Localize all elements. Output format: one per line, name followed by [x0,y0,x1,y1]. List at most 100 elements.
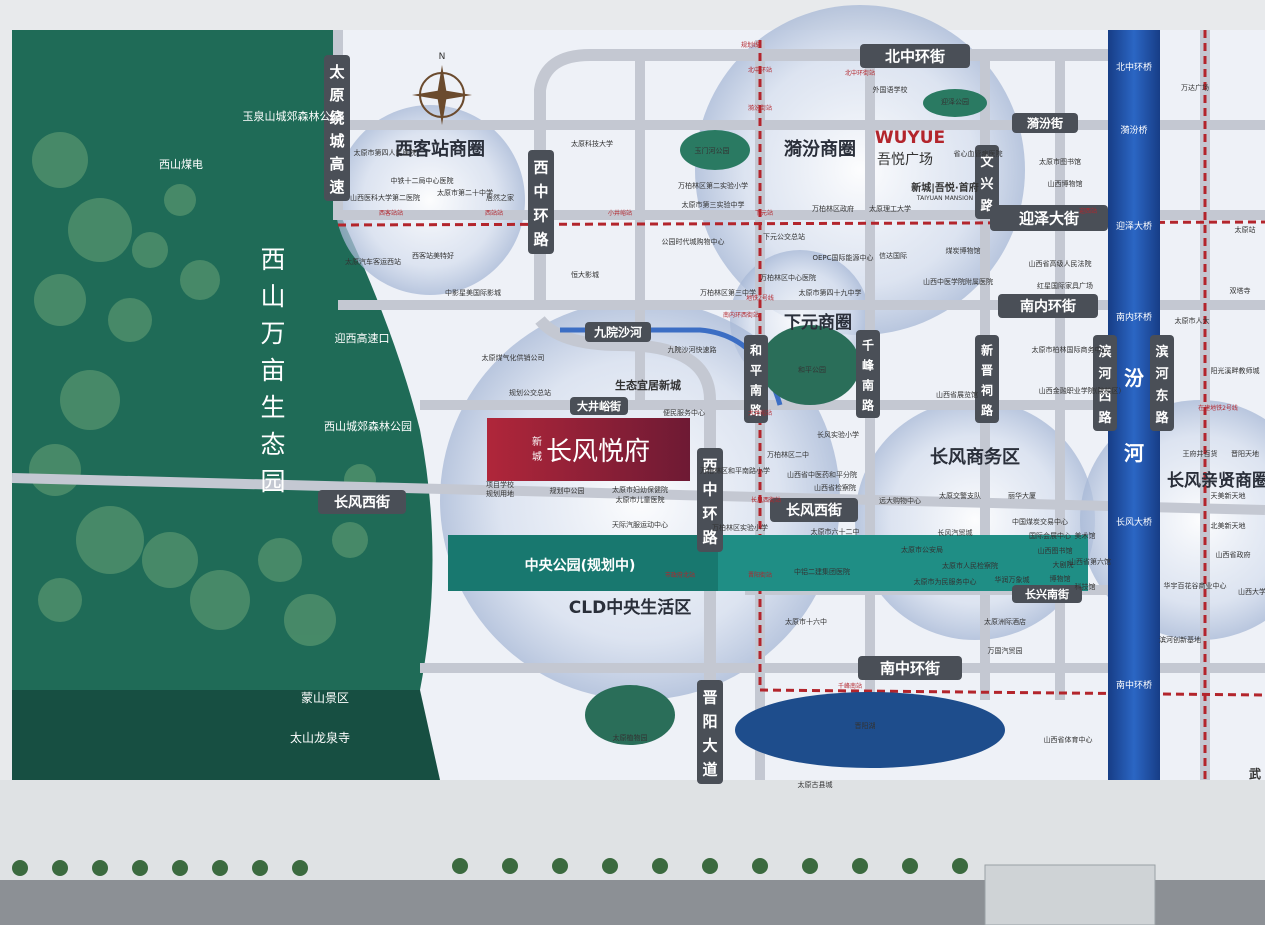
poi-rail12: 中铁十二局中心医院 [391,176,454,185]
west-title-char: 西 [260,245,285,274]
district-xikezhan: 西客站商圈 [395,138,485,160]
poi-zhongyi-hospital: 山西中医学院附属医院 [923,277,993,286]
project-name: 长风悦府 [546,437,650,467]
roads-nannei_huan-bg [998,294,1098,318]
roads-binhe_east-char: 滨 [1155,344,1168,360]
poi-shanxi-finance: 山西金融职业学院(院校区) [1039,386,1122,395]
roads-wenxing-bg [975,145,999,219]
wuyue-logo: WUYUE [875,128,945,148]
poi-gas: 太原煤气化供销公司 [482,353,545,362]
jiuyuan-express: 九院沙河快速路 [668,345,717,354]
roads-xi_zhong_huan_bottom-char: 中 [702,481,717,499]
poi-ty-hotel: 太原洲际酒店 [984,617,1026,626]
poi-jinyang-lake: 晋阳湖 [855,721,876,730]
roads-taiyuan_ring_vertical-char: 原 [329,86,344,104]
poi-hengda: 恒大影城 [571,270,599,279]
yingze-park [923,89,987,117]
poi-coal-center: 中国煤炭交易中心 [1012,517,1068,526]
poi-fangsheng: 太原植物园 [613,733,648,742]
roads-jinyang-char: 大 [702,737,717,755]
poi-wanbailin-3mid: 万柏林区第三中学 [700,288,756,297]
poi-xiaotian: 王府井百货 [1183,449,1218,458]
poi-wanbailin-2nd-mid: 万柏林区二中 [767,450,809,459]
poi-wanguo: 万国汽贸园 [988,646,1023,655]
poi-heping-park: 和平公园 [798,365,826,374]
roads-yingze: 迎泽大街 [1019,209,1079,227]
west-title-char: 态 [260,430,285,459]
roads-heping_south-char: 平 [750,364,762,378]
poi-fuyou: 太原市妇幼保健院 [612,485,668,494]
metro-xikezhan-st2: 西站站 [485,209,503,217]
roads-qianfeng_south-char: 路 [862,398,875,413]
poi-ty-ligong: 太原理工大学 [869,204,911,213]
poi-tianmei: 天美新天地 [1211,491,1246,500]
metro-shinan-st: 市政府北站 [665,571,695,579]
project-school-2: 规划用地 [486,489,514,498]
roads-nan_zhong_huan: 南中环街 [880,659,940,677]
poi-sports-center: 山西省体育中心 [1044,735,1093,744]
poi-binhe-base: 滨河创新基地 [1159,635,1201,644]
poi-yanghuang: 阳光溪畔教师城 [1211,366,1260,375]
roads-changfeng_west_mid: 长风西街 [786,502,842,519]
poi-traffic-police: 太原交警支队 [939,491,981,500]
roads-nan_zhong_huan-bg [858,656,962,680]
metro-nanzhonghuan-st: 千峰南站 [838,682,862,690]
roads-binhe_east-char: 河 [1155,366,1168,382]
poi-provincial-hospital: 省心血管病医院 [954,149,1003,158]
poi-yuquan-park: 迎泽公园 [941,97,969,106]
roads-nannei_huan: 南内环街 [1020,298,1076,315]
poi-yuquan-park: 玉泉山城郊森林公园 [243,109,342,123]
metro-xiayuan2-st: 南内环西街站 [723,311,759,319]
poi-tianji: 天际汽服运动中心 [612,520,668,529]
poi-xishan-power: 西山煤电 [159,158,203,171]
poi-shanxi-gov: 山西省政府 [1216,550,1251,559]
central-park-label: 中央公园(规划中) [525,557,636,574]
district-xiayuan: 下元商圈 [784,312,852,333]
roads-jinyang-char: 晋 [702,689,717,707]
project-prefix: 城 [532,451,542,463]
poi-tyfy: 太原市人民检察院 [942,561,998,570]
metro-jinyang-st: 晋阳街站 [748,571,772,579]
roads-jinyang-char: 阳 [702,713,717,731]
poi-wanbailin-gov: 万柏林区政府 [812,204,854,213]
metro-xiayuan-st: 下元站 [755,209,773,217]
roads-wenxing-char: 兴 [980,176,993,192]
district-changfeng: 长风商务区 [930,446,1020,468]
roads-xi_zhong_huan_top-bg [528,150,554,254]
botanical-park [585,685,675,745]
heping-park [760,325,860,405]
roads-xinjinci-char: 祠 [981,383,993,398]
poi-shimin: 太原市为民服务中心 [914,577,977,586]
poi-ty-16mid: 太原市十六中 [785,617,827,626]
poi-yuanda: 远大购物中心 [879,496,921,505]
poi-yingxi-exit: 迎西高速口 [335,331,390,345]
roads-dajingyu: 大井峪街 [577,399,621,413]
roads-xinjinci-char: 新 [981,343,993,358]
ring-north [534,49,1110,310]
roads-binhe_west-char: 河 [1098,366,1111,382]
poi-ty-zhongji: 太原市人大 [1175,316,1210,325]
poi-xishan-park: 西山城郊森林公园 [324,419,412,433]
bridge-bzh: 北中环桥 [1116,61,1152,73]
poi-mengshan: 蒙山景区 [301,691,349,705]
roads-xi_zhong_huan_top-char: 西 [533,159,548,177]
roads-heping_south-char: 和 [749,343,762,358]
poi-ty-20mid: 太原市第二十中学 [437,188,493,197]
poi-huarun: 华润万象城 [995,575,1030,584]
metro-line-label3: 在建地铁2号线 [1198,404,1238,412]
district-cld: CLD中央生活区 [569,597,691,618]
poi-zhongying: 中影星美国际影城 [445,288,501,297]
roads-qianfeng_south-char: 千 [862,338,874,353]
poi-yiyuan: 山西省第六馆 [1069,557,1111,566]
metro-beizhonghuan-st: 北中环站 [748,66,772,74]
poi-ty-keji: 太原科技大学 [571,139,613,148]
bridge-nannei: 南内环桥 [1116,311,1152,323]
roads-qianfeng_south-bg [856,330,880,418]
poi-changfeng-car: 长风汽贸城 [938,528,973,537]
bridge-yingze: 迎泽大桥 [1116,220,1152,232]
poi-big-theater: 大剧院 [1053,560,1074,569]
roads-binhe_west-char: 路 [1098,410,1112,426]
poi-xiayuan-bus: 下元公交总站 [763,232,805,241]
roads-jinfen: 漪汾街 [1027,115,1063,130]
roads-changfeng_west_mid-bg [770,498,858,522]
